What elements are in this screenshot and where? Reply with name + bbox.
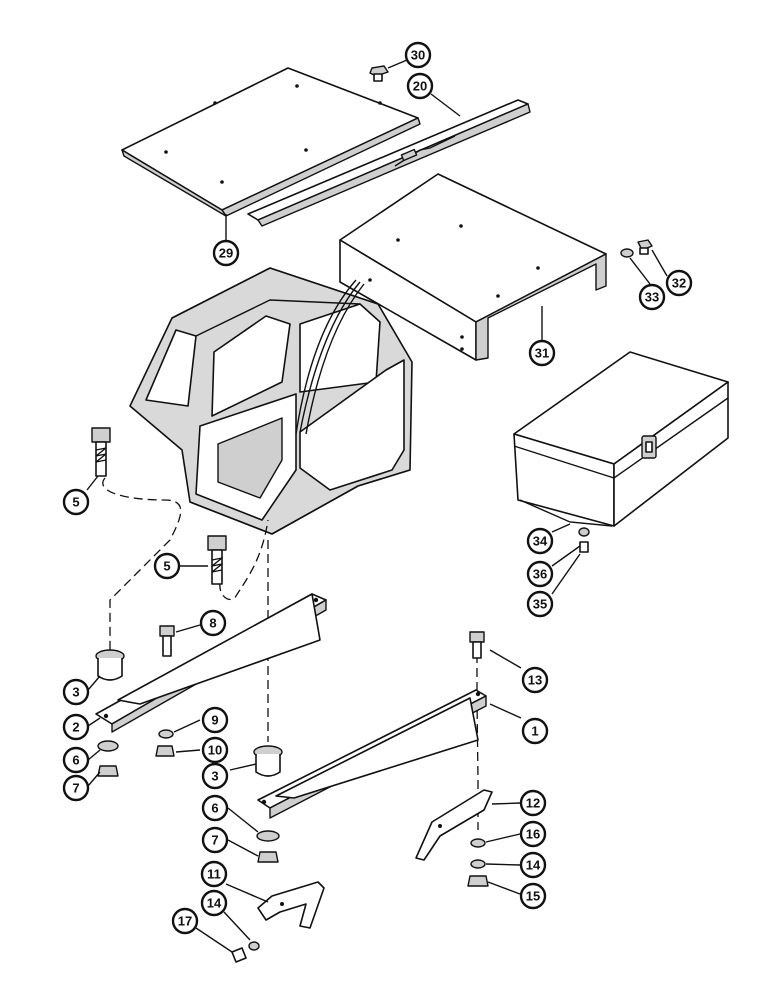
part-11-bracket xyxy=(257,881,325,929)
callout-14-right: 14 xyxy=(519,851,547,879)
callout-label: 3 xyxy=(72,685,79,700)
part-13-bolt xyxy=(469,631,485,659)
callout-label: 11 xyxy=(207,867,221,882)
part-35-36-fasteners xyxy=(578,527,590,553)
callout-3-left: 3 xyxy=(62,678,90,706)
callout-label: 1 xyxy=(531,724,538,739)
part-2-rail xyxy=(95,593,327,733)
callout-36: 36 xyxy=(526,560,554,588)
callout-label: 5 xyxy=(72,495,79,510)
part-1-rail xyxy=(257,689,487,819)
callout-label: 9 xyxy=(211,713,218,728)
part-5-bolt-upper xyxy=(91,427,111,477)
callout-label: 8 xyxy=(209,616,216,631)
callout-label: 30 xyxy=(411,48,425,63)
callout-14-left: 14 xyxy=(200,889,228,917)
part-9-washer xyxy=(158,729,174,739)
callout-5-lower: 5 xyxy=(153,552,181,580)
callout-label: 13 xyxy=(528,673,542,688)
callout-label: 14 xyxy=(207,896,222,911)
part-29-panel xyxy=(121,67,421,217)
leader-lines xyxy=(86,59,668,953)
callout-7-left: 7 xyxy=(62,774,90,802)
callout-label: 34 xyxy=(533,534,548,549)
part-6-washer-right xyxy=(256,830,280,842)
callout-label: 10 xyxy=(208,743,222,758)
part-6-washer-left xyxy=(97,740,119,752)
part-3-mount-right xyxy=(253,745,283,777)
callout-label: 3 xyxy=(211,769,218,784)
callout-label: 2 xyxy=(72,720,79,735)
callout-11: 11 xyxy=(200,860,228,888)
part-16-14-15-hardware xyxy=(467,838,489,887)
callout-35: 35 xyxy=(526,590,554,618)
callout-label: 36 xyxy=(533,567,547,582)
callout-label: 32 xyxy=(672,276,686,291)
callout-label: 7 xyxy=(211,833,218,848)
callout-30: 30 xyxy=(404,41,432,69)
part-14-17-hardware xyxy=(231,941,260,963)
callout-label: 15 xyxy=(526,889,540,904)
callout-5-upper: 5 xyxy=(62,488,90,516)
callout-13: 13 xyxy=(521,666,549,694)
part-30-bolt xyxy=(369,65,389,82)
callout-16: 16 xyxy=(519,820,547,848)
mounting-lines xyxy=(102,477,479,830)
part-7-nut-left xyxy=(97,765,119,777)
callout-32: 32 xyxy=(665,269,693,297)
callout-29: 29 xyxy=(212,239,240,267)
callout-label: 29 xyxy=(219,246,233,261)
callout-34: 34 xyxy=(526,527,554,555)
callout-12: 12 xyxy=(519,789,547,817)
part-3-mount-left xyxy=(95,649,125,681)
callout-20: 20 xyxy=(406,72,434,100)
part-31-cover xyxy=(339,173,607,361)
callout-31: 31 xyxy=(528,339,556,367)
part-20-strip xyxy=(247,99,531,227)
callout-label: 14 xyxy=(526,858,541,873)
part-12-bracket xyxy=(415,789,493,861)
part-8-bolt xyxy=(159,625,175,657)
callout-6-left: 6 xyxy=(62,746,90,774)
callout-8: 8 xyxy=(199,609,227,637)
part-10-nut xyxy=(155,745,175,757)
callout-label: 31 xyxy=(535,346,549,361)
part-32-33-fasteners xyxy=(620,239,653,258)
callout-15: 15 xyxy=(519,882,547,910)
callout-33: 33 xyxy=(638,283,666,311)
callout-2: 2 xyxy=(62,713,90,741)
callout-label: 33 xyxy=(645,290,659,305)
callout-7-right: 7 xyxy=(201,826,229,854)
callout-label: 35 xyxy=(533,597,547,612)
callout-label: 7 xyxy=(72,781,79,796)
callout-label: 17 xyxy=(178,914,192,929)
part-7-nut-right xyxy=(257,851,279,863)
callout-label: 6 xyxy=(211,801,218,816)
callout-10: 10 xyxy=(201,736,229,764)
part-5-bolt-lower xyxy=(207,535,227,585)
callout-label: 6 xyxy=(72,753,79,768)
callout-3-right: 3 xyxy=(201,762,229,790)
callout-17: 17 xyxy=(171,907,199,935)
callout-label: 5 xyxy=(163,559,170,574)
callout-9: 9 xyxy=(201,706,229,734)
callout-label: 16 xyxy=(526,827,540,842)
callout-label: 12 xyxy=(526,796,540,811)
callout-6-right: 6 xyxy=(201,794,229,822)
cab-frame xyxy=(129,267,413,535)
callout-1: 1 xyxy=(521,717,549,745)
callout-label: 20 xyxy=(413,79,427,94)
part-34-toolbox xyxy=(513,351,729,527)
